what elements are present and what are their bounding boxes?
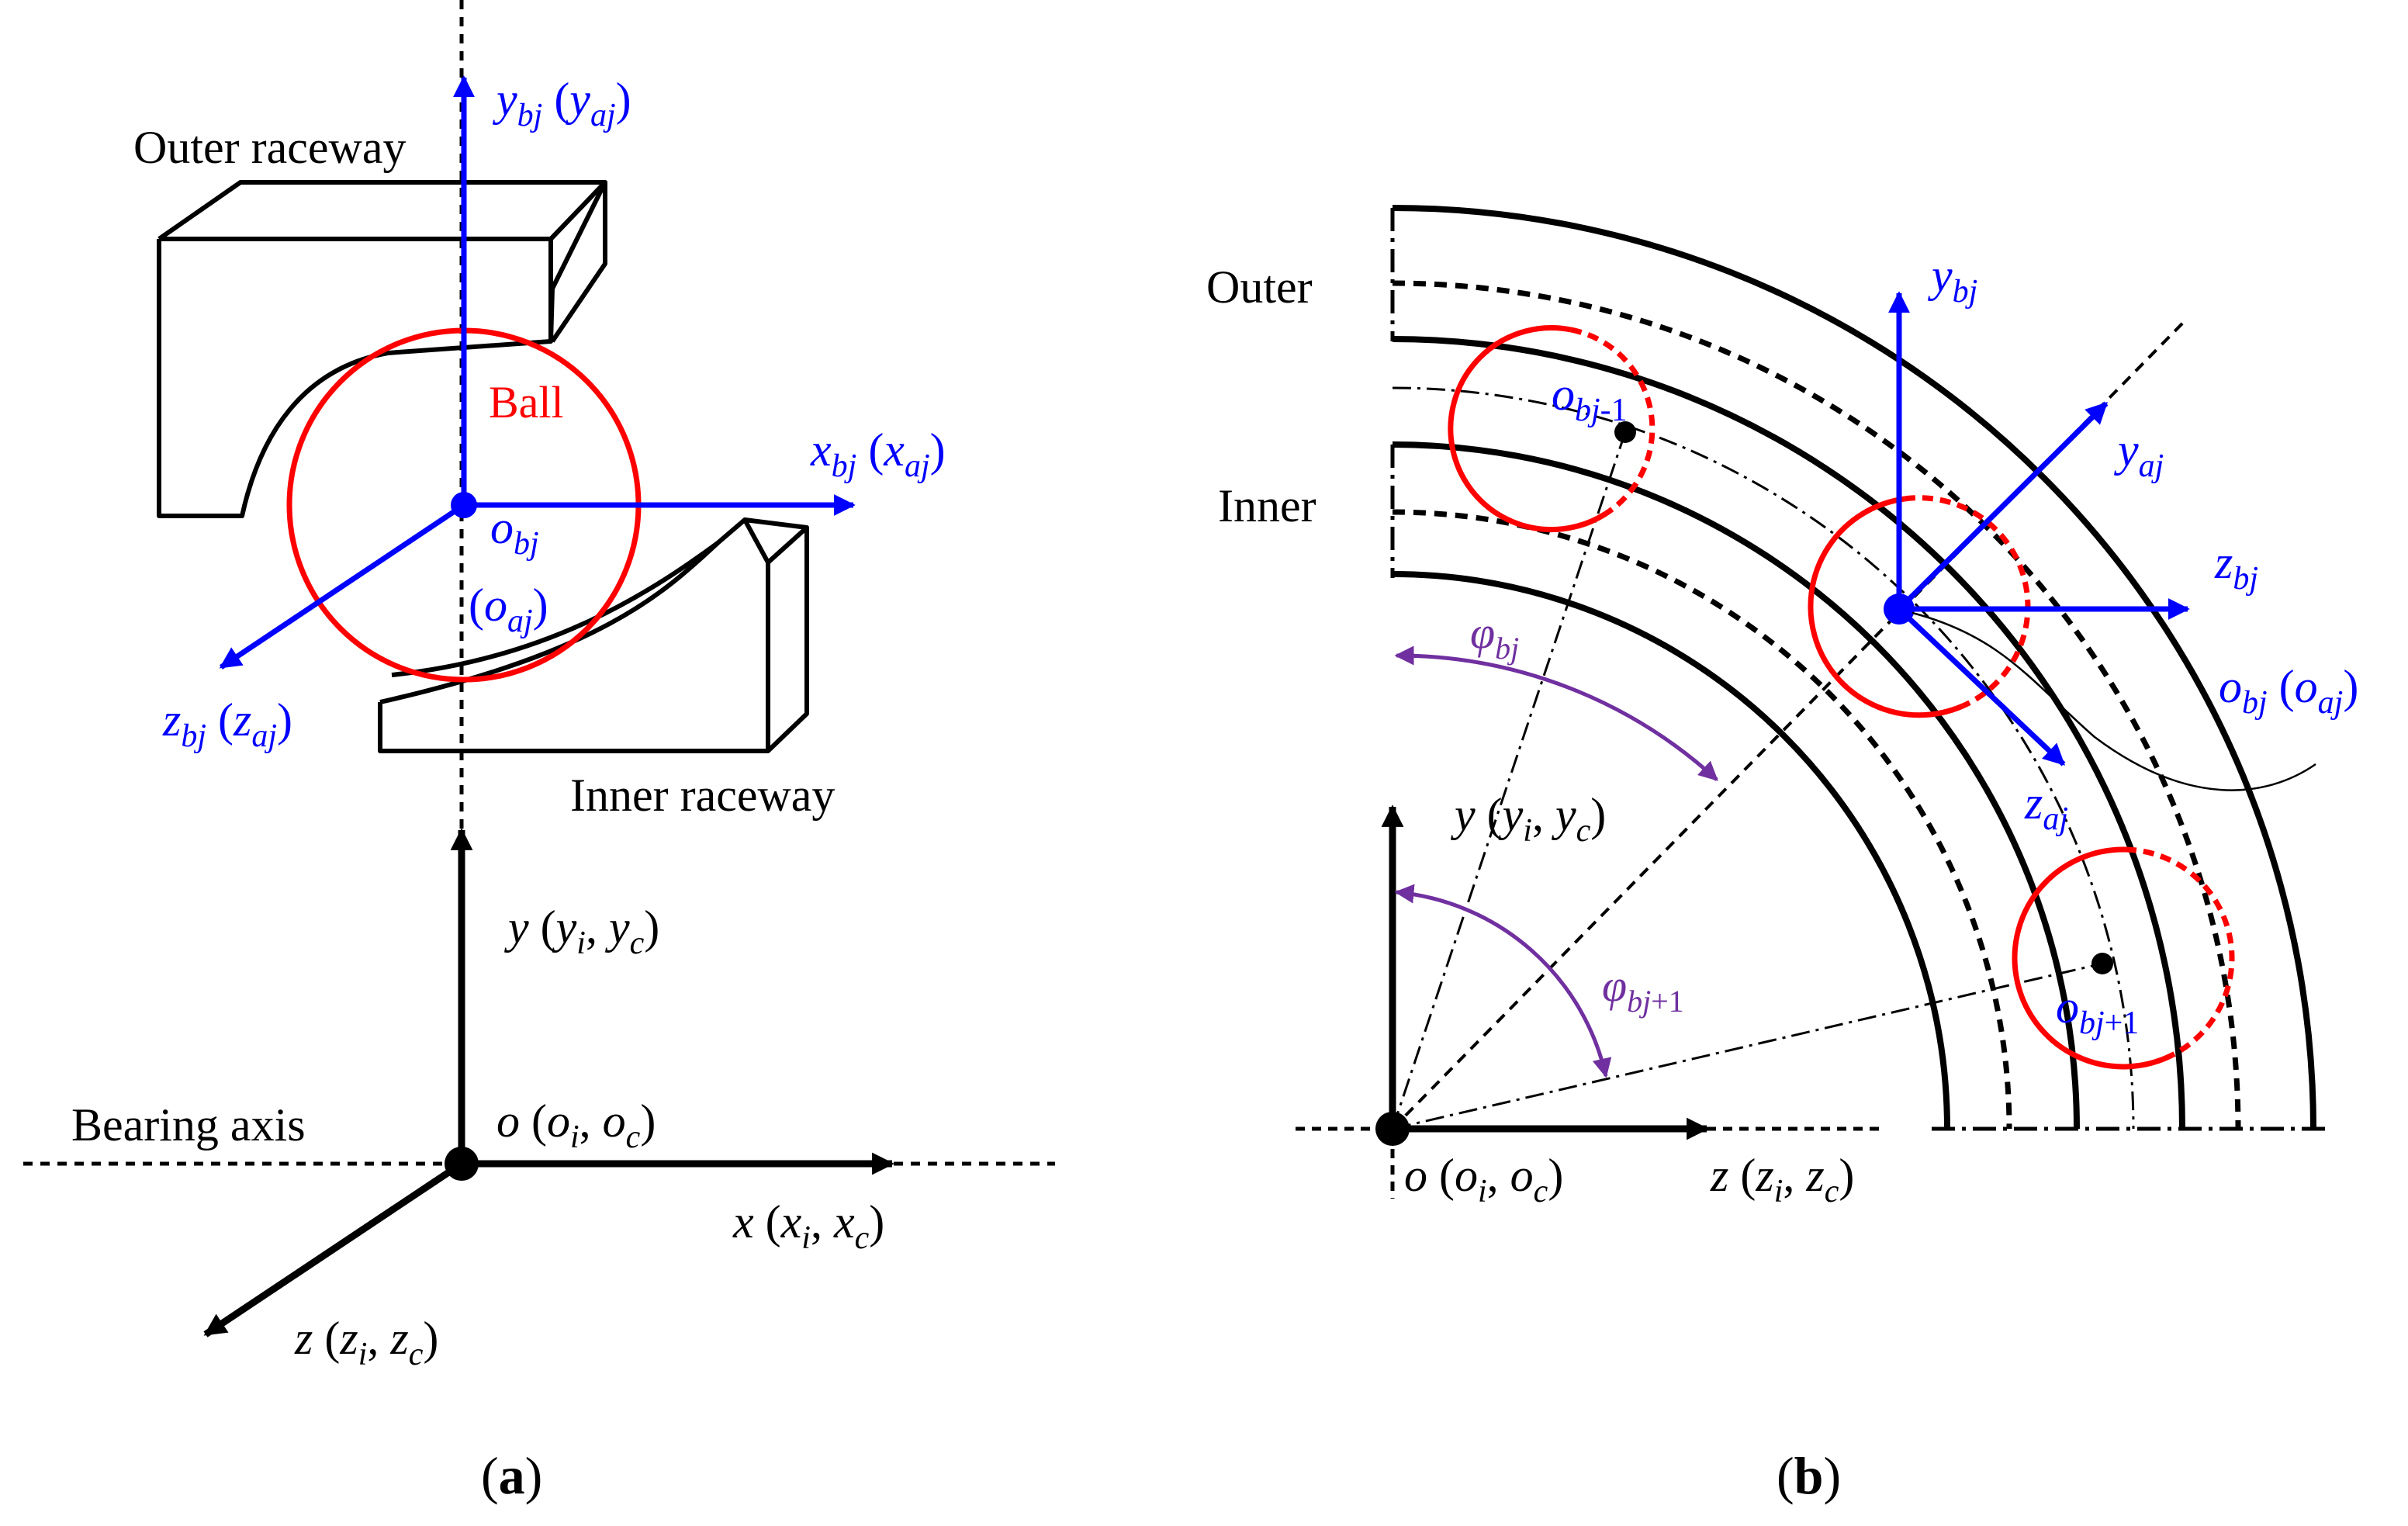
b-zaj-axis-arrow	[1897, 607, 2066, 766]
zbj-axis-arrow	[219, 503, 465, 670]
outer-raceway-inner-arc	[1392, 336, 2185, 1130]
ball-label: Ball	[489, 377, 564, 427]
caption-a: (a)	[481, 1446, 542, 1505]
b-obj-origin-dot	[1884, 593, 1915, 625]
outer-raceway-block	[157, 180, 607, 518]
b-ybj-label: ybj	[1927, 250, 1977, 310]
obj-minus-label: obj-1	[1552, 369, 1628, 428]
b-o-origin-dot	[1375, 1112, 1410, 1146]
panel-a: Outer raceway Inner raceway Ball Bearing…	[23, 0, 1055, 1505]
inner-raceway-outer-arc	[1392, 441, 2080, 1130]
caption-b: (b)	[1777, 1446, 1841, 1505]
x-global-label: x (xi, xc)	[732, 1196, 884, 1256]
o-origin-dot	[445, 1147, 479, 1181]
oaj-label: (oaj)	[469, 580, 548, 639]
b-obj-oaj-label: obj (oaj)	[2219, 661, 2358, 721]
raceway-arcs	[1392, 205, 2316, 1130]
o-global-label: o (oi, oc)	[496, 1095, 656, 1155]
b-y-global-label: y (yi, yc)	[1450, 789, 1606, 849]
b-zaj-label: zaj	[2024, 777, 2068, 837]
radial-ball-plus-dashdot	[1392, 962, 2103, 1130]
inner-label: Inner	[1218, 480, 1316, 531]
obj-origin-dot	[451, 492, 477, 518]
z-axis-arrow	[203, 1161, 464, 1337]
phi-bj-angle-arc	[1394, 645, 1718, 781]
z-global-label: z (zi, zc)	[294, 1313, 438, 1372]
b-yaj-label: yaj	[2113, 424, 2164, 484]
xbj-label: xbj (xaj)	[810, 424, 946, 484]
panel-b: Outer Inner ybj yaj zbj zaj obj (oaj) ob…	[1206, 205, 2358, 1505]
bearing-axis-label: Bearing axis	[71, 1099, 306, 1151]
outer-label: Outer	[1206, 261, 1313, 313]
zbj-label: zbj (zaj)	[162, 694, 292, 754]
ball-plus	[2012, 846, 2235, 1070]
phi-bj1-label: φbj+1	[1602, 960, 1684, 1019]
inner-raceway-inner-arc	[1392, 571, 1950, 1130]
ball-j	[1808, 495, 2031, 718]
obj-label: obj	[490, 502, 539, 562]
obj-plus-label: obj+1	[2056, 981, 2139, 1041]
inner-raceway-block	[378, 517, 809, 753]
b-zbj-label: zbj	[2214, 537, 2258, 597]
outer-pitch-dashed-arc	[1392, 280, 2241, 1130]
radial-ball-minus-dashdot	[1391, 431, 1627, 1130]
obj-leader-line	[1912, 611, 2316, 791]
b-z-global-label: z (zi, zc)	[1710, 1150, 1854, 1209]
b-yaj-axis-arrow	[1897, 401, 2109, 611]
inner-raceway-label: Inner raceway	[570, 770, 835, 821]
ball-pitch-dashdot-arc	[1392, 386, 2135, 1130]
ybj-label: ybj (yaj)	[492, 74, 631, 133]
ball-minus	[1448, 325, 1656, 533]
phi-bj-label: φbj	[1470, 607, 1519, 666]
outer-raceway-label: Outer raceway	[133, 122, 406, 173]
y-global-label: y (yi, yc)	[503, 901, 659, 961]
outer-raceway-outer-arc	[1392, 205, 2316, 1130]
b-o-global-label: o (oi, oc)	[1404, 1150, 1563, 1209]
phi-bj1-angle-arc	[1394, 884, 1612, 1078]
